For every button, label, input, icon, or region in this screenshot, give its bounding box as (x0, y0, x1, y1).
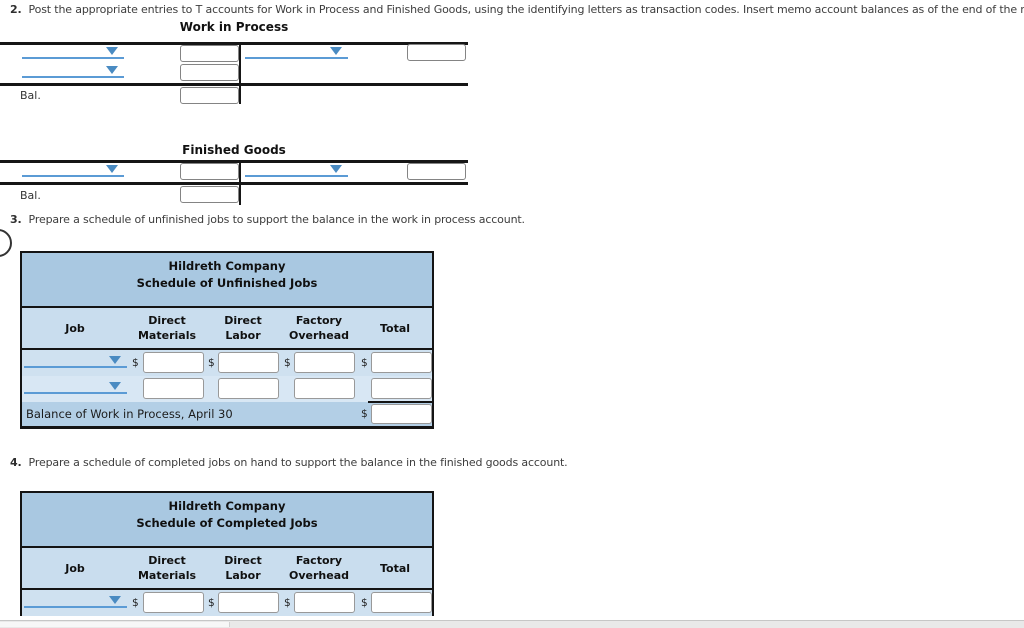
currency-symbol: $ (284, 597, 291, 609)
company-name: Hildreth Company (168, 259, 286, 273)
column-header-job: Job (65, 321, 85, 335)
unfinished-total-input-2[interactable] (371, 378, 432, 399)
currency-symbol: $ (208, 597, 215, 609)
wip-credit-item-select[interactable] (245, 45, 348, 59)
unfinished-job-select-2[interactable] (24, 380, 127, 394)
total-rule-line (368, 401, 432, 403)
t-account-balance-rule (0, 83, 468, 86)
wip-debit-item-select-1[interactable] (22, 45, 124, 59)
t-account-top-rule (0, 160, 468, 163)
horizontal-scrollbar[interactable] (0, 620, 1024, 628)
fg-credit-amount-input[interactable] (407, 163, 466, 180)
unfinished-jobs-row-2 (22, 376, 432, 402)
instruction-3: 3. Prepare a schedule of unfinished jobs … (10, 213, 525, 226)
wip-credit-amount-input[interactable] (407, 44, 466, 61)
completed-total-input-1[interactable] (371, 592, 432, 613)
table-title-block: Hildreth Company Schedule of Completed J… (22, 493, 432, 548)
unfinished-job-select-1[interactable] (24, 354, 127, 368)
fg-debit-item-select[interactable] (22, 163, 124, 177)
table-title: Schedule of Completed Jobs (136, 516, 318, 530)
table-title: Schedule of Unfinished Jobs (136, 276, 318, 290)
unfinished-direct-materials-input-1[interactable] (143, 352, 204, 373)
t-account-finished-goods: Finished Goods Bal. (0, 143, 468, 205)
unfinished-factory-overhead-input-1[interactable] (294, 352, 355, 373)
t-account-balance-rule (0, 182, 468, 185)
completed-job-select-1[interactable] (24, 594, 127, 608)
fg-balance-input[interactable] (180, 186, 239, 203)
company-name: Hildreth Company (168, 499, 286, 513)
t-account-title-finished-goods: Finished Goods (182, 143, 286, 157)
table-title-block: Hildreth Company Schedule of Unfinished … (22, 253, 432, 308)
fg-debit-amount-input[interactable] (180, 163, 239, 180)
schedule-of-unfinished-jobs-table: Hildreth Company Schedule of Unfinished … (20, 251, 434, 429)
currency-symbol: $ (284, 357, 291, 369)
column-header-row: Job Direct Materials Direct Labor Factor… (22, 308, 432, 350)
fg-balance-label: Bal. (20, 189, 41, 202)
balance-row: Balance of Work in Process, April 30 $ (22, 401, 432, 426)
wip-debit-amount-input-2[interactable] (180, 64, 239, 81)
instruction-3-text: Prepare a schedule of unfinished jobs to… (28, 213, 526, 226)
wip-debit-item-select-2[interactable] (22, 64, 124, 78)
instruction-4-text: Prepare a schedule of completed jobs on … (28, 456, 568, 469)
schedule-of-completed-jobs-table: Hildreth Company Schedule of Completed J… (20, 491, 434, 616)
wip-balance-input[interactable] (180, 87, 239, 104)
unfinished-direct-materials-input-2[interactable] (143, 378, 204, 399)
dropdown-arrow-icon (330, 165, 342, 173)
dropdown-arrow-icon (106, 47, 118, 55)
completed-factory-overhead-input-1[interactable] (294, 592, 355, 613)
unfinished-factory-overhead-input-2[interactable] (294, 378, 355, 399)
t-account-title-work-in-process: Work in Process (179, 20, 289, 34)
dropdown-arrow-icon (109, 596, 121, 604)
completed-direct-labor-input-1[interactable] (218, 592, 279, 613)
dropdown-arrow-icon (330, 47, 342, 55)
currency-symbol: $ (361, 408, 368, 420)
completed-jobs-row-1: $ $ $ $ (22, 590, 432, 616)
instruction-2-text: Post the appropriate entries to T accoun… (28, 3, 1024, 16)
unfinished-jobs-row-1: $ $ $ $ (22, 350, 432, 376)
instruction-3-number: 3. (10, 213, 22, 226)
currency-symbol: $ (132, 357, 139, 369)
t-account-divider (239, 42, 241, 104)
dropdown-arrow-icon (109, 382, 121, 390)
column-header-direct-labor: Direct Labor (224, 314, 262, 342)
unfinished-direct-labor-input-2[interactable] (218, 378, 279, 399)
completed-direct-materials-input-1[interactable] (143, 592, 204, 613)
column-header-factory-overhead: Factory Overhead (289, 314, 349, 342)
column-header-job: Job (65, 561, 85, 575)
unfinished-direct-labor-input-1[interactable] (218, 352, 279, 373)
t-account-work-in-process: Work in Process Bal. (0, 20, 468, 105)
instruction-4: 4. Prepare a schedule of completed jobs o… (10, 456, 568, 469)
column-header-total: Total (379, 561, 411, 575)
column-header-factory-overhead: Factory Overhead (289, 554, 349, 582)
instruction-2-number: 2. (10, 3, 22, 16)
instruction-2: 2. Post the appropriate entries to T acco… (10, 3, 1024, 16)
wip-balance-label: Bal. (20, 89, 41, 102)
column-header-direct-labor: Direct Labor (224, 554, 262, 582)
currency-symbol: $ (361, 597, 368, 609)
dropdown-arrow-icon (106, 165, 118, 173)
wip-debit-amount-input-1[interactable] (180, 45, 239, 62)
t-account-top-rule (0, 42, 468, 45)
fg-credit-item-select[interactable] (245, 163, 348, 177)
balance-row-label: Balance of Work in Process, April 30 (26, 407, 233, 421)
dropdown-arrow-icon (106, 66, 118, 74)
unfinished-balance-total-input[interactable] (371, 404, 432, 424)
dropdown-arrow-icon (109, 356, 121, 364)
instruction-4-number: 4. (10, 456, 22, 469)
column-header-direct-materials: Direct Materials (137, 314, 197, 342)
partial-circle-decoration (0, 229, 12, 257)
column-header-direct-materials: Direct Materials (137, 554, 197, 582)
currency-symbol: $ (132, 597, 139, 609)
currency-symbol: $ (208, 357, 215, 369)
scrollbar-thumb[interactable] (0, 622, 230, 627)
column-header-total: Total (379, 321, 411, 335)
column-header-row: Job Direct Materials Direct Labor Factor… (22, 548, 432, 590)
unfinished-total-input-1[interactable] (371, 352, 432, 373)
currency-symbol: $ (361, 357, 368, 369)
